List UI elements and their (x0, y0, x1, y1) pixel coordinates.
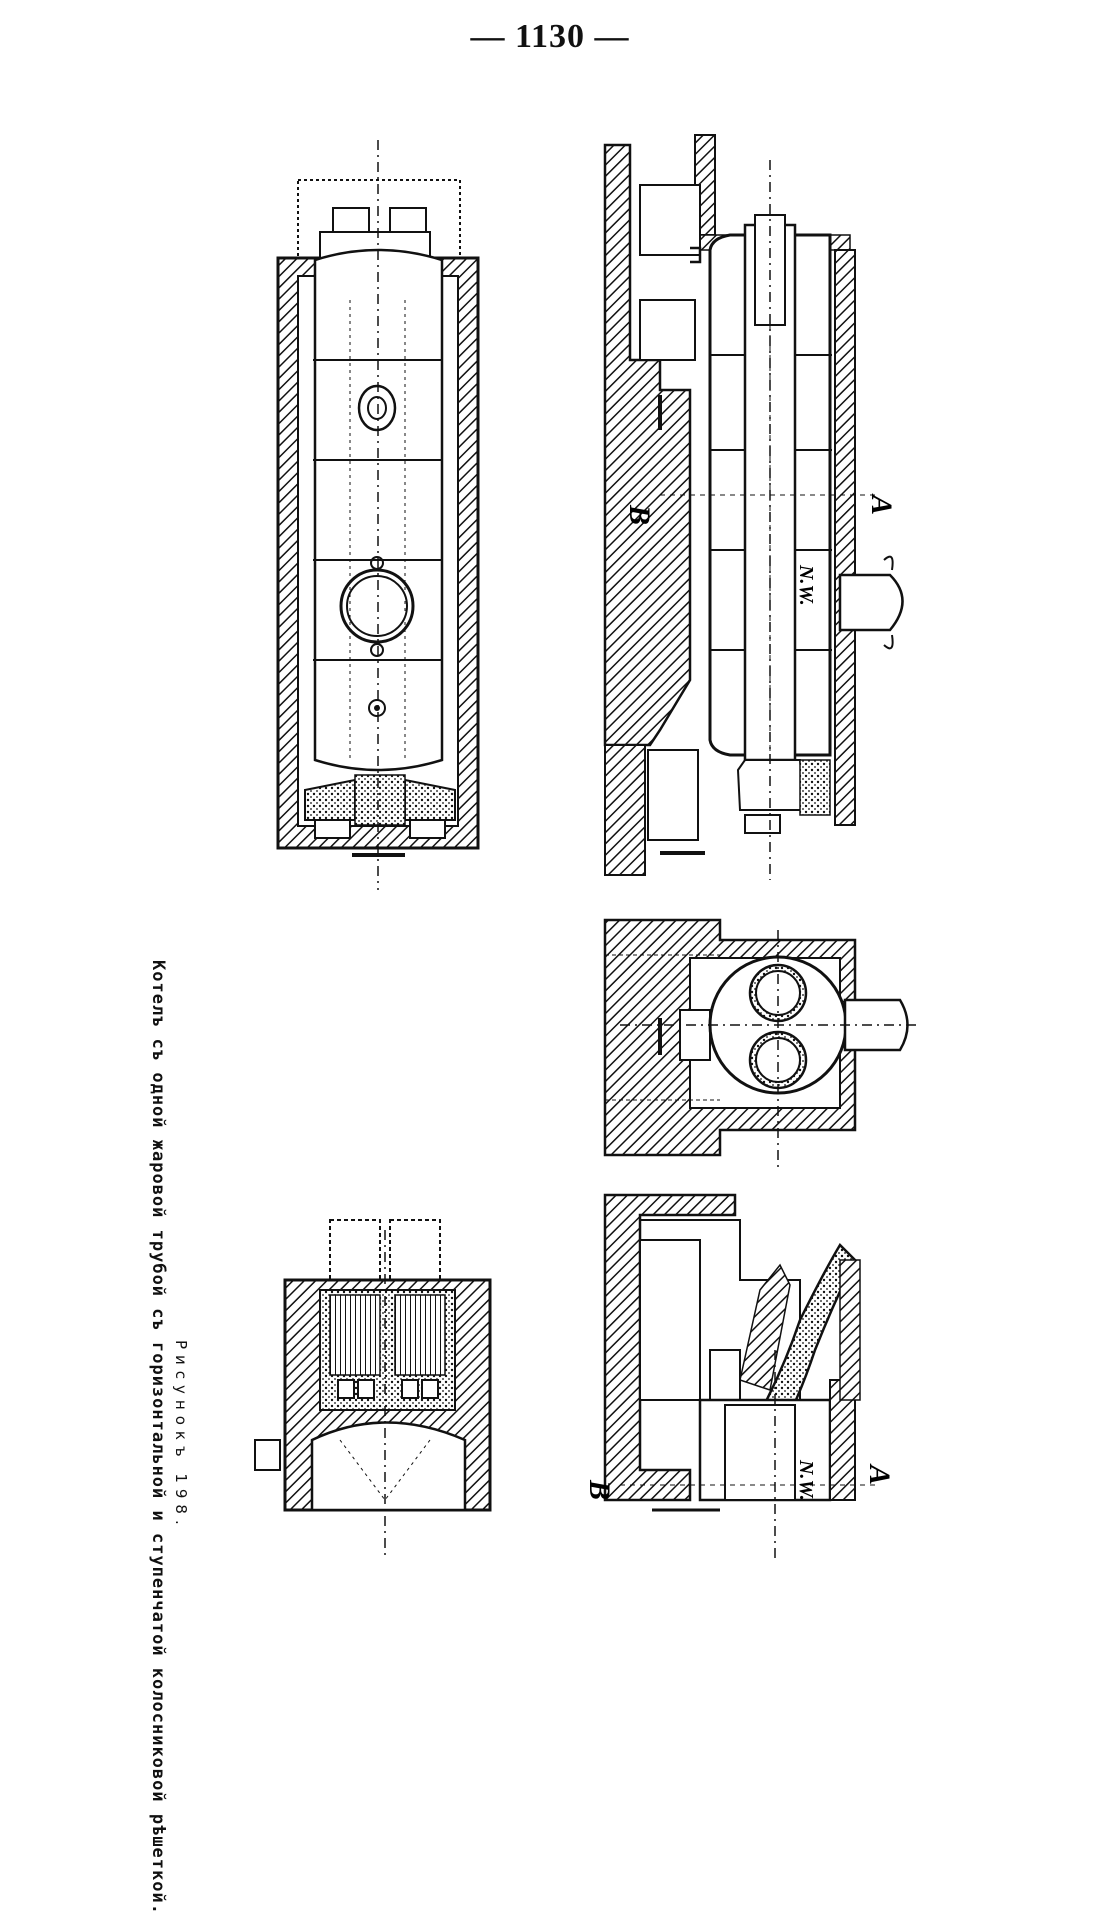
plan-view-drawing (276, 140, 480, 890)
cross-section-drawing (603, 918, 920, 1170)
grate-plan-drawing (254, 1219, 492, 1560)
label-b-top: B (623, 504, 656, 525)
firebox-section-drawing: A B N.W. (583, 1193, 896, 1560)
label-nw-bottom: N.W. (795, 1459, 817, 1501)
label-a-bottom: A (863, 1463, 896, 1485)
label-a-top: A (865, 493, 898, 515)
label-nw-top: N.W. (795, 564, 817, 606)
longitudinal-section-drawing: A B N.W. (603, 134, 904, 880)
technical-drawings: A B N.W. (254, 134, 920, 1560)
page-number: — 1130 — (470, 18, 630, 55)
label-b-bottom: B (583, 1479, 616, 1500)
